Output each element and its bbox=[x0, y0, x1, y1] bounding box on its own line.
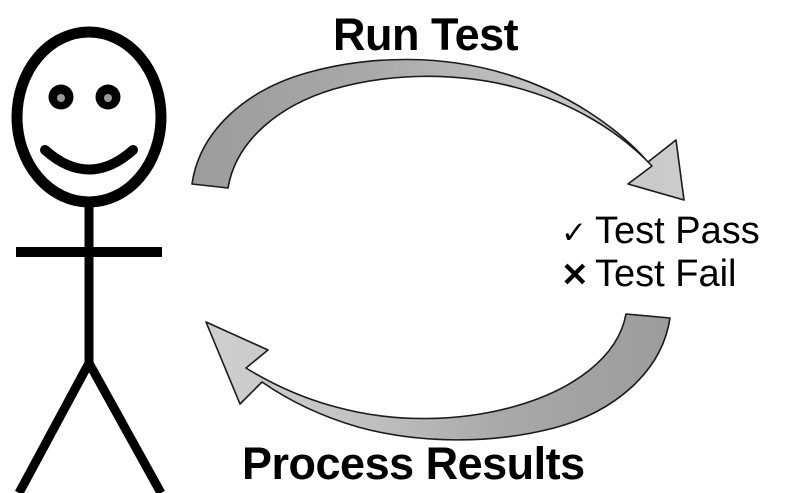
cross-icon: ✕ bbox=[561, 256, 589, 294]
stick-figure-right-leg bbox=[85, 360, 165, 493]
run-test-arrow-shape bbox=[191, 58, 685, 201]
test-result-legend: ✓ Test Pass ✕ Test Fail bbox=[561, 210, 760, 296]
legend-item-test-fail: ✕ Test Fail bbox=[561, 253, 760, 296]
check-icon: ✓ bbox=[561, 215, 587, 250]
stick-figure-left-leg bbox=[15, 360, 93, 493]
stick-figure-smile bbox=[40, 145, 138, 175]
stick-figure-right-eye-highlight bbox=[104, 94, 112, 102]
process-results-label: Process Results bbox=[242, 438, 585, 489]
legend-label-test-pass: Test Pass bbox=[595, 210, 760, 252]
stick-figure-head bbox=[11, 26, 167, 208]
process-results-arrow bbox=[205, 313, 671, 441]
run-test-arrow bbox=[191, 58, 685, 201]
legend-item-test-pass: ✓ Test Pass bbox=[561, 210, 760, 252]
legend-label-test-fail: Test Fail bbox=[595, 253, 737, 296]
stick-figure-left-eye-highlight bbox=[57, 94, 65, 102]
stick-figure bbox=[11, 26, 167, 493]
process-results-arrow-shape bbox=[205, 313, 671, 441]
run-test-label: Run Test bbox=[333, 9, 519, 60]
